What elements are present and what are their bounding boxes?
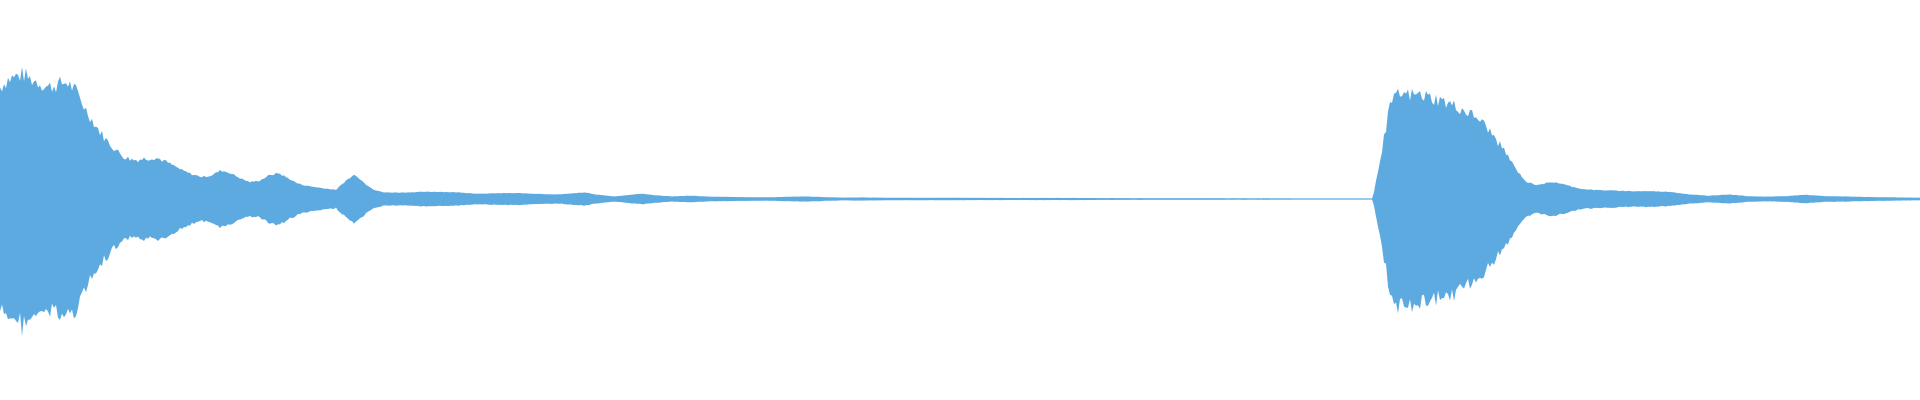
waveform-path (0, 66, 1920, 337)
